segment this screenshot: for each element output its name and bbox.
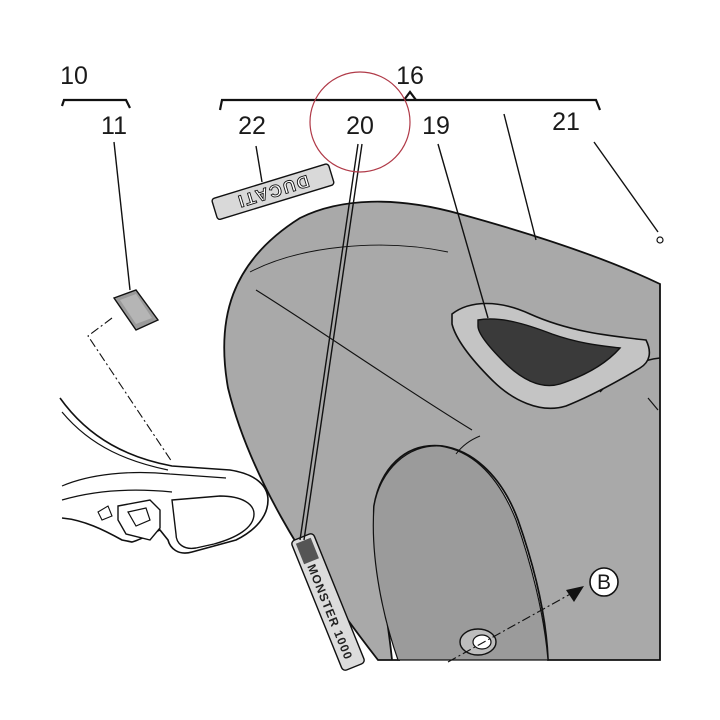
view-b-circle: [589, 567, 619, 597]
callout-19: 19: [422, 112, 450, 140]
leader-19: [437, 143, 489, 319]
part-19-insert: [451, 302, 651, 410]
view-b-letter: B: [597, 571, 611, 594]
leader-22: [255, 145, 263, 183]
leader-20a: [299, 143, 359, 541]
callout-11: 11: [101, 112, 127, 140]
part-11-pad: [112, 289, 160, 331]
callout-16: 16: [396, 62, 424, 90]
callout-22: 22: [238, 112, 266, 140]
highlight-circle-20: [309, 71, 411, 173]
callout-10: 10: [60, 62, 88, 90]
mount-hole: [459, 628, 497, 656]
bracket-16-tip: [403, 90, 417, 101]
logo-decal-text: DUCATI: [234, 171, 311, 211]
left-bracket-assembly: [59, 397, 269, 554]
leader-lines: [113, 113, 659, 541]
view-b-line: [447, 591, 575, 663]
leader-16-cowl: [503, 113, 537, 241]
callout-21: 21: [552, 108, 580, 136]
leader-11: [113, 141, 131, 291]
bracket-16: [218, 98, 602, 111]
leader-21: [593, 141, 659, 233]
bracket-10: [60, 98, 131, 109]
callout-20: 20: [346, 112, 374, 140]
view-b-arrowhead: [566, 586, 584, 602]
leader-20b: [303, 143, 363, 541]
part-21-dot: [656, 236, 664, 244]
assembly-line-11: [87, 317, 173, 463]
